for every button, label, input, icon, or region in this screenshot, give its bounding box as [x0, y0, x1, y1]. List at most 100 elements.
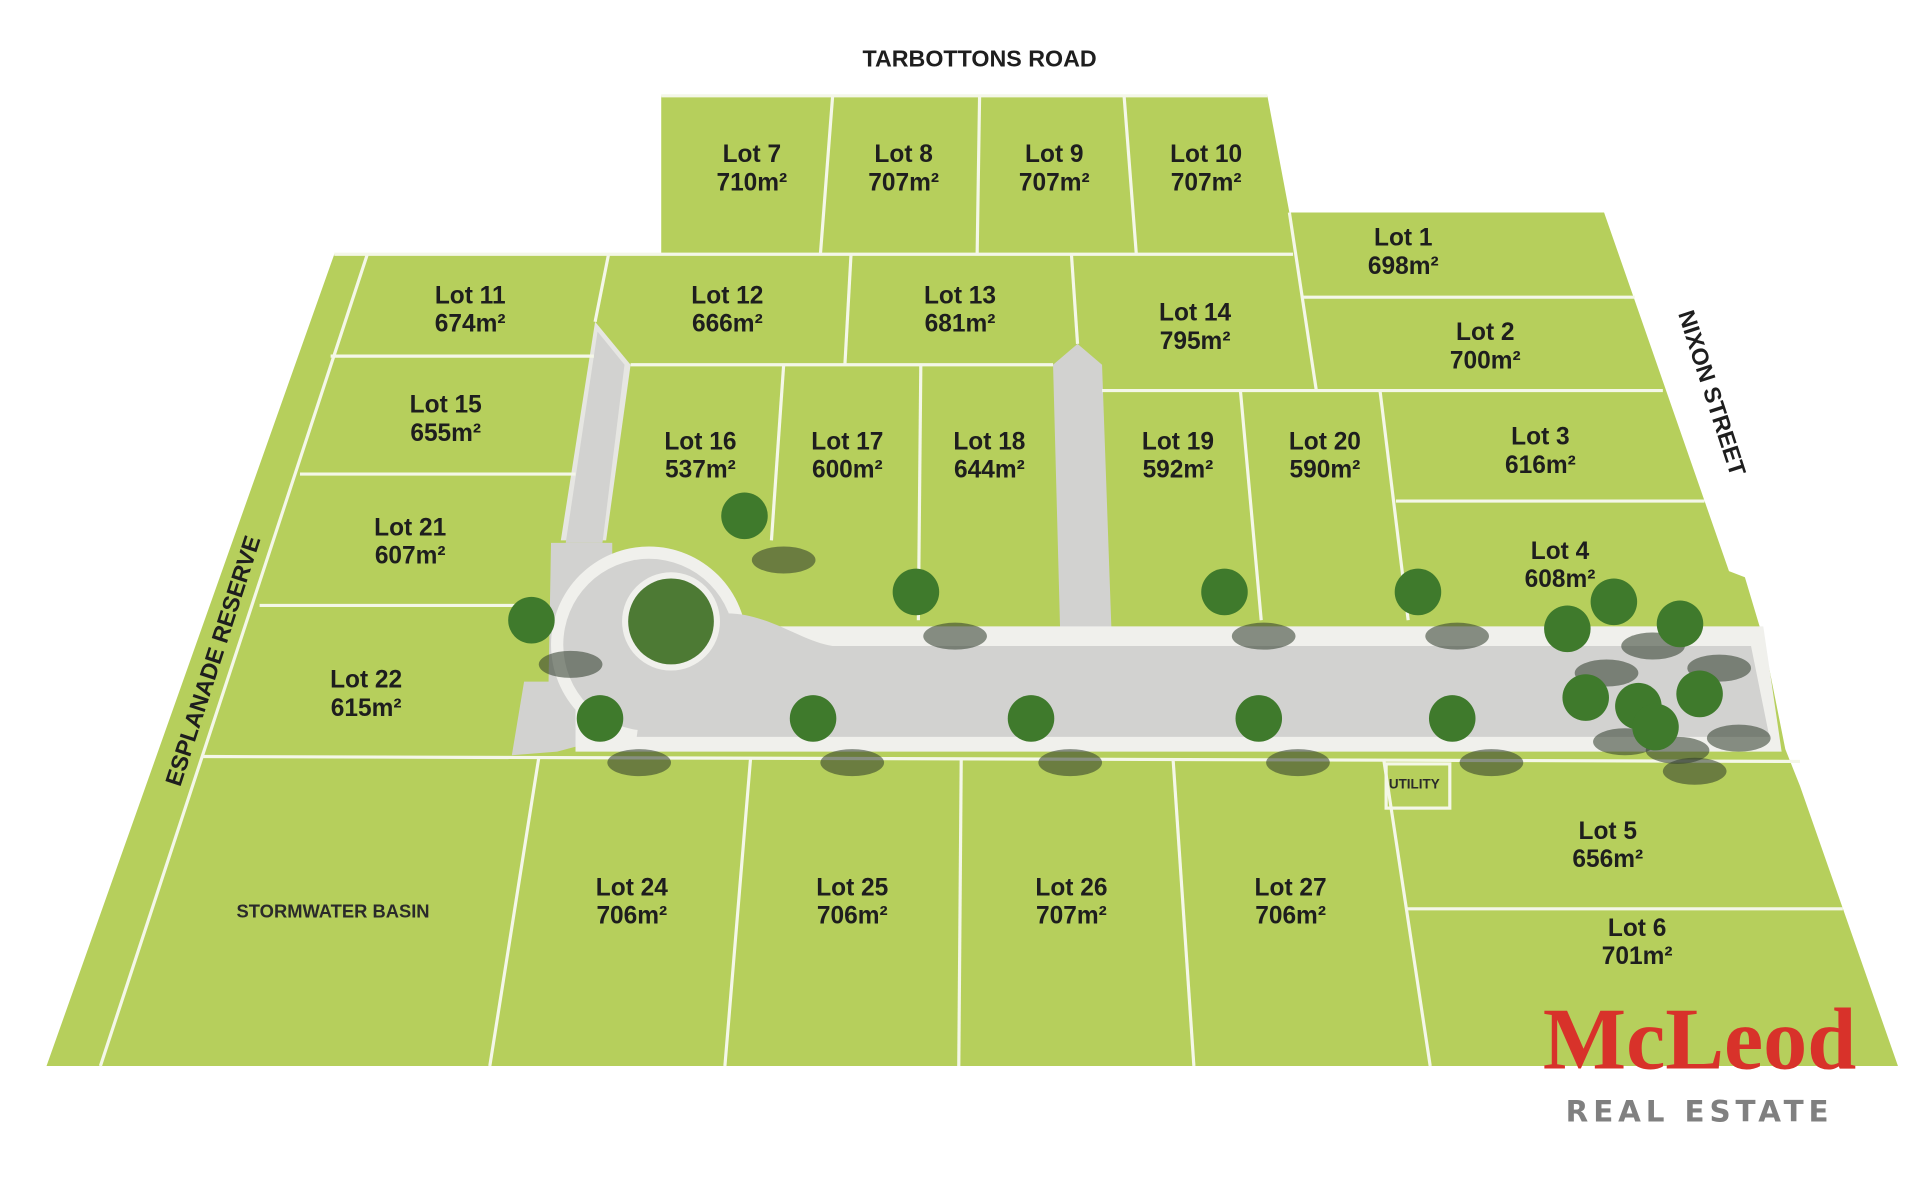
tree-icon — [1235, 695, 1283, 742]
tree-shadow — [820, 749, 885, 777]
lot-number: Lot 17 — [811, 428, 883, 455]
lot-number: Lot 16 — [664, 428, 736, 455]
lot-number: Lot 27 — [1255, 874, 1327, 901]
tree-shadow — [1425, 622, 1489, 650]
lot-number: Lot 10 — [1170, 141, 1242, 168]
lot-area: 616m² — [1505, 452, 1576, 479]
tree-shadow — [1038, 749, 1103, 777]
lot-area: 710m² — [716, 169, 787, 196]
road-label-tarbottons: TARBOTTONS ROAD — [863, 45, 1097, 71]
lot-number: Lot 8 — [874, 141, 932, 168]
utility-label: UTILITY — [1389, 776, 1440, 791]
tree-icon — [1590, 578, 1638, 626]
lot-area: 700m² — [1450, 347, 1521, 374]
lot-number: Lot 6 — [1608, 915, 1666, 942]
lot-area: 607m² — [375, 543, 446, 570]
lot-area: 706m² — [596, 903, 667, 930]
lot-area: 706m² — [817, 903, 888, 930]
lot-number: Lot 12 — [691, 282, 763, 309]
tree-icon — [721, 492, 768, 540]
lot-area: 537m² — [665, 457, 736, 484]
stormwater-basin-label: STORMWATER BASIN — [237, 900, 430, 921]
tree-icon — [1394, 568, 1442, 616]
lot-number: Lot 14 — [1159, 300, 1231, 327]
tree-shadow — [1459, 749, 1524, 777]
tree-icon — [576, 695, 624, 742]
lot-number: Lot 5 — [1579, 818, 1637, 845]
lot-area: 707m² — [868, 169, 939, 196]
lot-area: 707m² — [1019, 169, 1090, 196]
lot-area: 592m² — [1143, 457, 1214, 484]
tree-shadow — [1266, 749, 1330, 777]
lot-number: Lot 21 — [374, 514, 446, 541]
lot-number: Lot 15 — [410, 392, 482, 419]
lot-number: Lot 20 — [1289, 428, 1361, 455]
lot-area: 590m² — [1290, 457, 1361, 484]
land-parcel — [46, 95, 1898, 1067]
lot-number: Lot 25 — [816, 874, 888, 901]
tree-shadow — [923, 622, 987, 650]
lot-area: 600m² — [812, 457, 883, 484]
lot-number: Lot 22 — [330, 667, 402, 694]
lot-number: Lot 13 — [924, 282, 996, 309]
lot-number: Lot 7 — [723, 141, 781, 168]
lot-number: Lot 2 — [1456, 319, 1514, 346]
tree-icon — [1428, 695, 1476, 742]
lot-area: 666m² — [692, 311, 763, 338]
lot-area: 707m² — [1171, 169, 1242, 196]
lot-area: 795m² — [1160, 328, 1231, 355]
lot-number: Lot 24 — [596, 874, 668, 901]
lot-number: Lot 11 — [435, 282, 506, 309]
lot-number: Lot 4 — [1531, 538, 1590, 565]
lot-area: 655m² — [410, 420, 481, 447]
lot-number: Lot 26 — [1035, 874, 1107, 901]
tree-icon — [1562, 674, 1609, 721]
lot-area: 681m² — [925, 311, 996, 338]
lot-area: 644m² — [954, 457, 1025, 484]
lot-area: 615m² — [331, 695, 402, 722]
lot-area: 707m² — [1036, 903, 1107, 930]
tree-icon — [892, 568, 940, 616]
lot-number: Lot 9 — [1025, 141, 1083, 168]
lot-area: 706m² — [1255, 903, 1326, 930]
tree-shadow — [1706, 724, 1771, 752]
logo-tagline: REAL ESTATE — [1566, 1094, 1834, 1128]
lot-area: 701m² — [1602, 943, 1673, 970]
logo-brand: McLeod — [1543, 990, 1856, 1088]
tree-shadow — [607, 749, 672, 777]
tree-icon — [1632, 703, 1679, 751]
lot-area: 608m² — [1525, 566, 1596, 593]
lot-number: Lot 3 — [1511, 424, 1569, 451]
lot-number: Lot 1 — [1374, 225, 1432, 252]
lot-boundaries — [98, 94, 1843, 1067]
tree-shadow — [751, 546, 816, 574]
tree-icon — [1676, 670, 1723, 718]
road-network — [511, 321, 1782, 756]
tree-shadow — [1662, 757, 1727, 785]
lot-number: Lot 19 — [1142, 428, 1214, 455]
